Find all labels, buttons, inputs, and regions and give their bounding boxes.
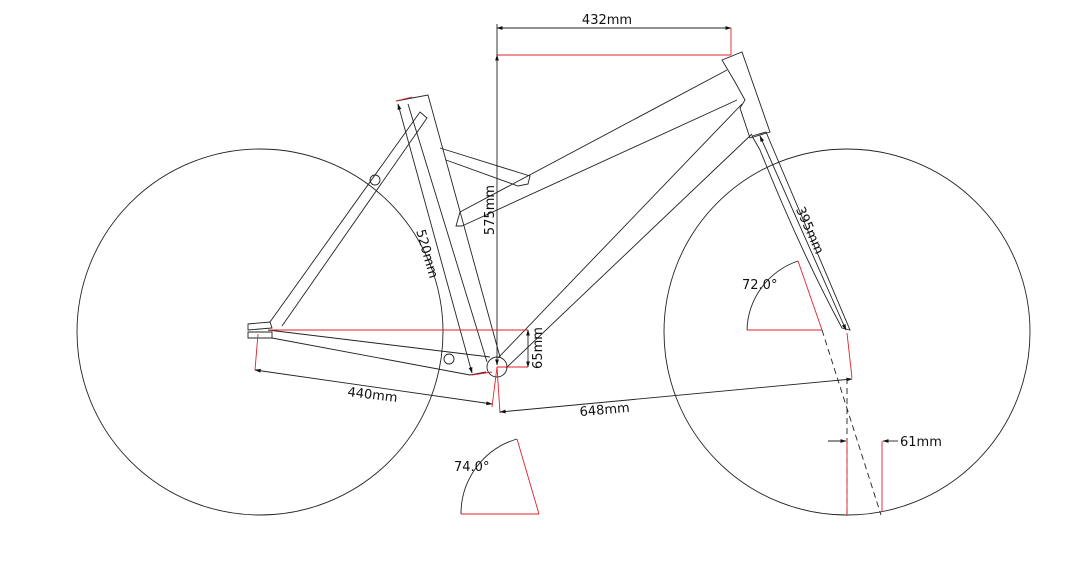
frame	[247, 51, 851, 378]
fork	[751, 131, 851, 331]
seat-angle-label: 74.0°	[454, 460, 489, 475]
head-tube	[721, 51, 771, 139]
front-center-label: 648mm	[579, 401, 630, 420]
chain-stay	[267, 329, 491, 376]
down-tube	[497, 103, 753, 369]
seat-tube-dimension: 520mm	[395, 96, 493, 376]
rear-dropout	[247, 321, 273, 339]
bb-drop-dimension: 65mm	[270, 327, 546, 369]
top-tube	[455, 69, 738, 227]
seat-tube	[395, 94, 501, 358]
chainstay-dimension: 440mm	[254, 333, 498, 408]
offset-label: 61mm	[900, 435, 942, 450]
reach-label: 432mm	[582, 13, 632, 28]
offset-dimension: 61mm	[821, 329, 942, 516]
front-center-dimension: 648mm	[496, 366, 853, 420]
seat-angle-indicator: 74.0°	[454, 438, 540, 515]
stack-label: 575mm	[483, 185, 498, 235]
reach-dimension: 432mm	[496, 13, 732, 56]
fork-length-label: 395mm	[792, 205, 826, 257]
head-angle-indicator: 72.0°	[742, 260, 823, 331]
head-angle-label: 72.0°	[742, 278, 777, 293]
chainstay-label: 440mm	[347, 385, 399, 406]
stack-dimension: 575mm	[483, 54, 499, 366]
bb-drop-label: 65mm	[531, 327, 546, 369]
seat-tube-label: 520mm	[412, 228, 440, 280]
top-brace	[439, 147, 531, 187]
